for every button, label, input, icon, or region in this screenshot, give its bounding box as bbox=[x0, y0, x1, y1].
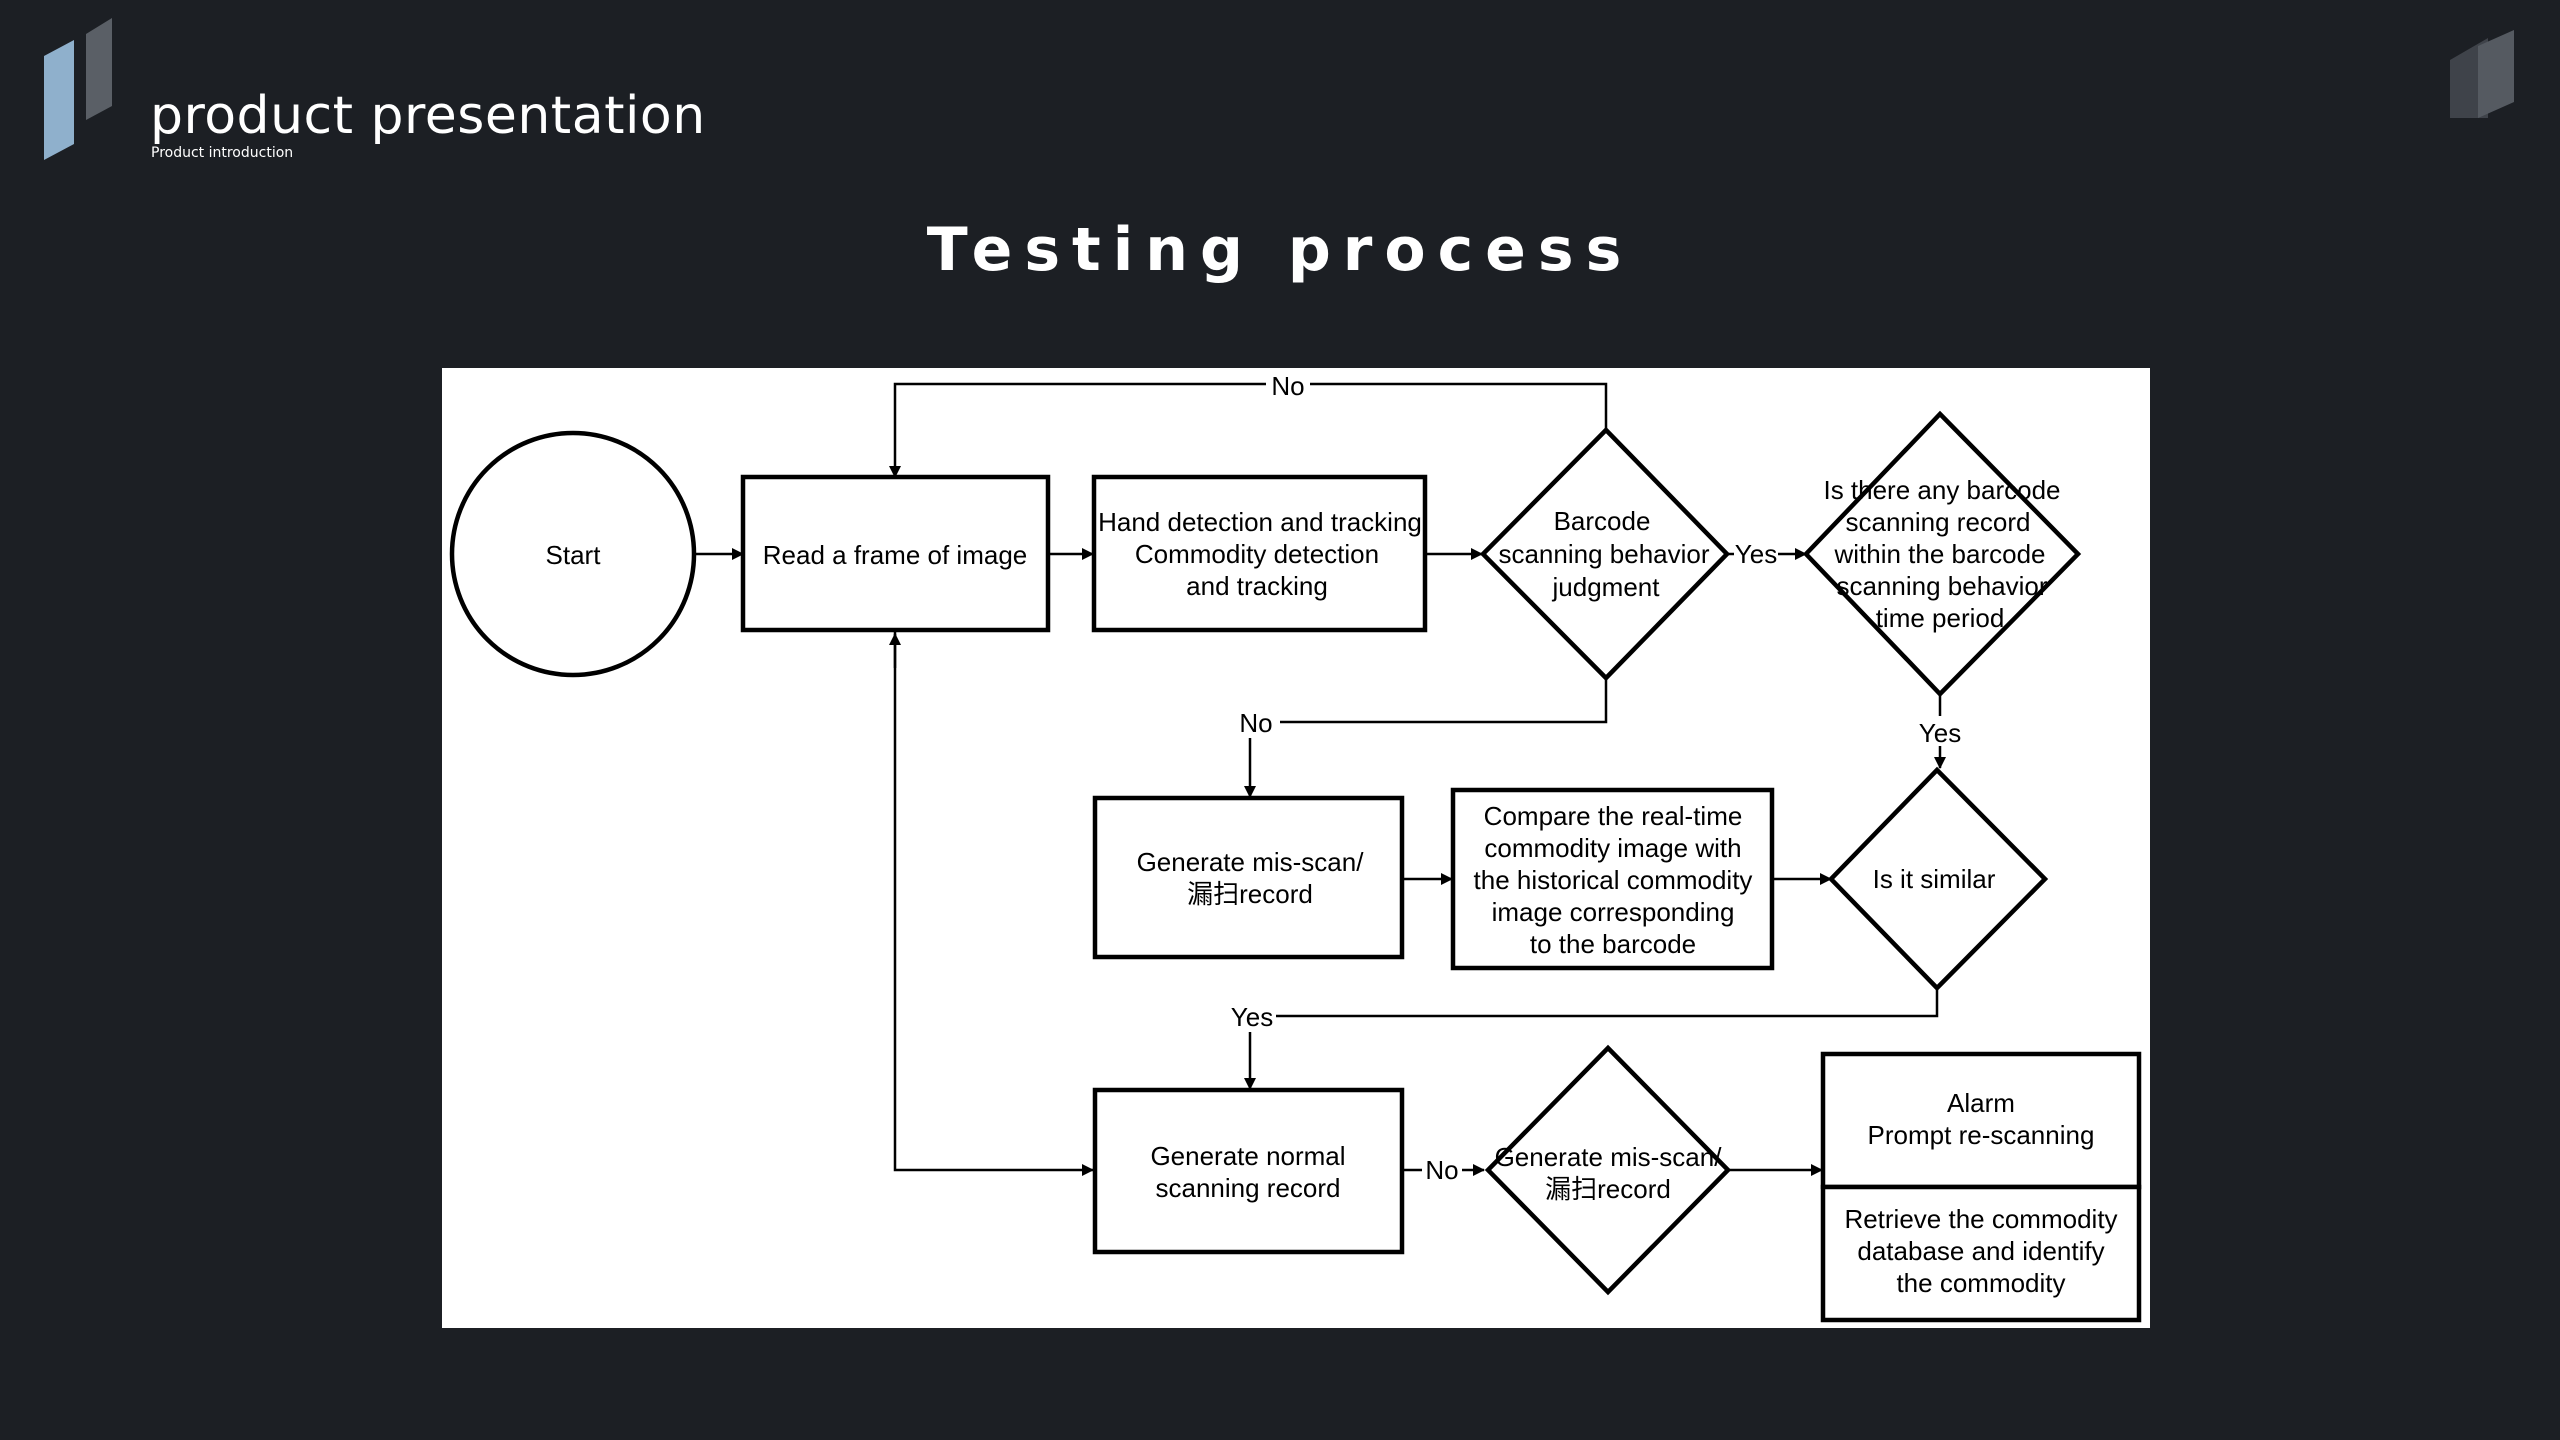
node-record-within-line-1: Is there any barcode bbox=[1823, 475, 2060, 505]
node-alarm-retrieve-box: Alarm Prompt re-scanning Retrieve the co… bbox=[1820, 1051, 2142, 1323]
node-normal-record-line-1: Generate normal bbox=[1150, 1141, 1345, 1171]
logo-right-icon bbox=[2448, 30, 2520, 127]
node-mis-scan-diamond-line-1: Generate mis-scan/ bbox=[1495, 1142, 1723, 1172]
flowchart-diagram: No Yes No Yes Yes No Start Read a frame … bbox=[442, 368, 2150, 1328]
node-start: Start bbox=[449, 430, 697, 678]
header-title: product presentation bbox=[150, 86, 706, 146]
edge-is-similar-to-normal-record bbox=[1244, 988, 1939, 1090]
edge-label-no-top: No bbox=[1271, 371, 1304, 401]
node-read-frame-label: Read a frame of image bbox=[763, 540, 1027, 570]
node-compare-images-line-2: commodity image with bbox=[1484, 833, 1741, 863]
node-alarm-line-2: Prompt re-scanning bbox=[1868, 1120, 2095, 1150]
node-is-similar-label: Is it similar bbox=[1873, 864, 1996, 894]
node-mis-scan-record: Generate mis-scan/ 漏扫record bbox=[1092, 795, 1405, 960]
flowchart-canvas: No Yes No Yes Yes No Start Read a frame … bbox=[449, 370, 2142, 1323]
edge-label-yes-down: Yes bbox=[1919, 718, 1961, 748]
logo-left-icon bbox=[40, 16, 120, 171]
flowchart-nodes: Start Read a frame of image Hand detecti… bbox=[449, 410, 2142, 1323]
node-barcode-judgment-line-2: scanning behavior bbox=[1498, 539, 1709, 569]
node-compare-images: Compare the real-time commodity image wi… bbox=[1450, 787, 1775, 971]
node-hand-detection-line-2: Commodity detection bbox=[1135, 539, 1379, 569]
edge-read-frame-to-normal-record bbox=[893, 631, 1094, 1176]
node-compare-images-line-5: to the barcode bbox=[1530, 929, 1696, 959]
node-is-similar: Is it similar bbox=[1827, 766, 2049, 992]
edge-label-no-down: No bbox=[1239, 708, 1272, 738]
node-barcode-judgment-line-3: judgment bbox=[1552, 572, 1661, 602]
node-hand-detection: Hand detection and tracking Commodity de… bbox=[1091, 474, 1428, 633]
node-mis-scan-record-line-1: Generate mis-scan/ bbox=[1137, 847, 1365, 877]
edge-label-no-bottom: No bbox=[1425, 1155, 1458, 1185]
edge-barcode-judgment-to-mis-scan-record bbox=[1244, 678, 1608, 798]
node-normal-record-line-2: scanning record bbox=[1156, 1173, 1341, 1203]
node-hand-detection-line-1: Hand detection and tracking bbox=[1098, 507, 1422, 537]
flowchart-edge-labels: No Yes No Yes Yes No bbox=[1228, 370, 1964, 1186]
edge-label-yes-bottom: Yes bbox=[1231, 1002, 1273, 1032]
node-alarm-line-1: Alarm bbox=[1947, 1088, 2015, 1118]
node-barcode-judgment: Barcode scanning behavior judgment bbox=[1479, 426, 1731, 682]
node-record-within-line-2: scanning record bbox=[1846, 507, 2031, 537]
node-record-within-line-5: time period bbox=[1876, 603, 2005, 633]
node-mis-scan-diamond: Generate mis-scan/ 漏扫record bbox=[1484, 1044, 1732, 1296]
node-compare-images-line-1: Compare the real-time bbox=[1484, 801, 1743, 831]
node-compare-images-line-3: the historical commodity bbox=[1474, 865, 1753, 895]
flowchart-edges bbox=[696, 382, 1946, 1176]
node-record-within-line-4: scanning behavior bbox=[1836, 571, 2047, 601]
node-record-within: Is there any barcode scanning record wit… bbox=[1802, 410, 2082, 698]
node-mis-scan-record-line-2: 漏扫record bbox=[1187, 879, 1313, 909]
node-compare-images-line-4: image corresponding bbox=[1492, 897, 1735, 927]
edge-label-yes-right: Yes bbox=[1735, 539, 1777, 569]
node-retrieve-line-2: database and identify bbox=[1857, 1236, 2104, 1266]
node-mis-scan-diamond-line-2: 漏扫record bbox=[1545, 1174, 1671, 1204]
node-read-frame: Read a frame of image bbox=[740, 474, 1051, 633]
node-normal-record: Generate normal scanning record bbox=[1092, 1087, 1405, 1255]
edge-barcode-judgment-to-read-frame bbox=[889, 382, 1608, 478]
node-start-label: Start bbox=[546, 540, 602, 570]
node-record-within-line-3: within the barcode bbox=[1833, 539, 2045, 569]
slide-title: Testing process bbox=[926, 215, 1634, 285]
node-hand-detection-line-3: and tracking bbox=[1186, 571, 1328, 601]
node-retrieve-line-1: Retrieve the commodity bbox=[1844, 1204, 2117, 1234]
node-barcode-judgment-line-1: Barcode bbox=[1554, 506, 1651, 536]
node-retrieve-line-3: the commodity bbox=[1896, 1268, 2065, 1298]
header-subtitle: Product introduction bbox=[151, 145, 294, 161]
